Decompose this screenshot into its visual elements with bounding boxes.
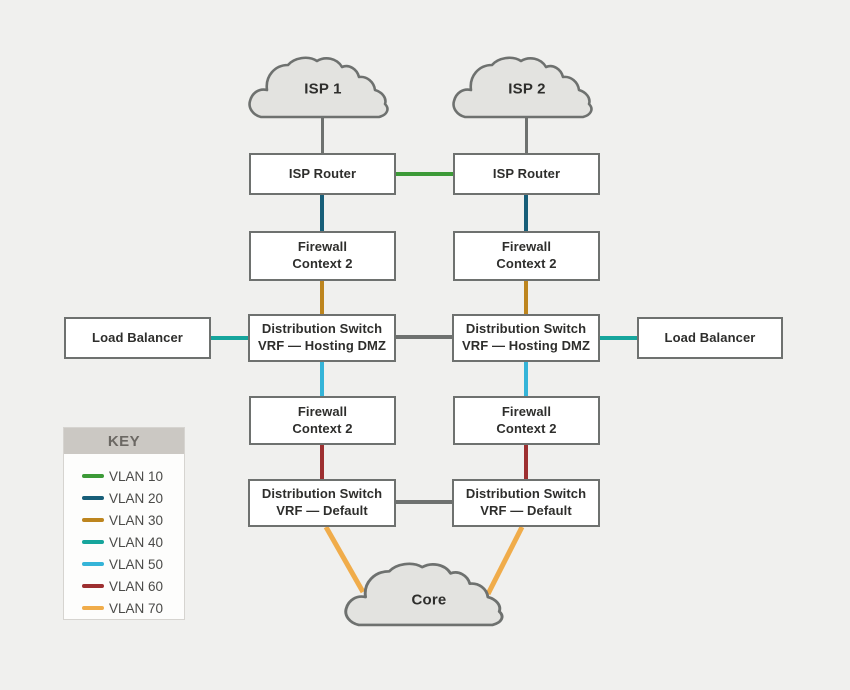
edge-vlan20-left: [320, 195, 324, 231]
cloud-shape: [452, 56, 593, 119]
node-load-balancer-right: Load Balancer: [637, 317, 783, 359]
edge-vlan60-right: [524, 444, 528, 479]
vlan60-color-swatch: [82, 583, 104, 589]
vlan30-color-swatch: [82, 517, 104, 523]
node-label-line1: Distribution Switch: [465, 486, 587, 502]
node-label-line2: Context 2: [292, 420, 353, 436]
isp1-cloud: ISP 1: [248, 56, 398, 120]
legend-label: VLAN 30: [109, 512, 164, 528]
legend-label: VLAN 50: [109, 556, 164, 572]
legend-item-vlan30: VLAN 30: [64, 509, 184, 531]
node-dist-switch-dmz-left: Distribution Switch VRF — Hosting DMZ: [248, 314, 396, 362]
node-label-line2: VRF — Default: [276, 503, 368, 518]
edge-default-peer-link: [396, 500, 453, 504]
cloud-shape: [344, 562, 504, 627]
edge-vlan30-right: [524, 280, 528, 314]
edge-vlan50-right: [524, 361, 528, 398]
node-firewall-upper-left: Firewall Context 2: [249, 231, 396, 281]
legend-label: VLAN 20: [109, 490, 164, 506]
vlan70-color-swatch: [82, 605, 104, 611]
edge-vlan60-left: [320, 444, 324, 479]
node-label-line2: Context 2: [496, 420, 557, 436]
node-label-line1: Firewall: [297, 403, 348, 419]
node-label-line2: Context 2: [496, 256, 557, 271]
isp2-label: ISP 2: [508, 80, 546, 98]
node-label-line1: Distribution Switch: [261, 321, 383, 337]
node-label-line1: Firewall: [297, 239, 348, 255]
edge-vlan10-router-link: [396, 172, 453, 176]
isp1-label: ISP 1: [304, 80, 342, 98]
cloud-shape: [248, 56, 389, 119]
vlan10-color-swatch: [82, 473, 104, 479]
node-label-line2: VRF — Hosting DMZ: [461, 338, 591, 353]
legend-body: VLAN 10 VLAN 20 VLAN 30 VLAN 40 VLAN 50 …: [64, 454, 184, 619]
node-label: ISP Router: [288, 165, 357, 181]
edge-dmz-peer-link: [396, 335, 453, 339]
node-firewall-lower-left: Firewall Context 2: [249, 396, 396, 445]
node-firewall-lower-right: Firewall Context 2: [453, 396, 600, 445]
node-dist-switch-default-right: Distribution Switch VRF — Default: [452, 479, 600, 527]
legend-label: VLAN 10: [109, 468, 164, 484]
node-label-line1: Distribution Switch: [261, 486, 383, 502]
vlan40-color-swatch: [82, 539, 104, 545]
node-label-line2: VRF — Default: [480, 503, 572, 518]
node-label: ISP Router: [492, 165, 561, 181]
node-label: Load Balancer: [664, 329, 756, 345]
legend-label: VLAN 60: [109, 578, 164, 594]
node-isp-router-left: ISP Router: [249, 153, 396, 195]
core-label: Core: [411, 591, 447, 609]
edge-vlan30-left: [320, 280, 324, 314]
node-isp-router-right: ISP Router: [453, 153, 600, 195]
node-label-line2: Context 2: [292, 256, 353, 271]
node-firewall-upper-right: Firewall Context 2: [453, 231, 600, 281]
vlan20-color-swatch: [82, 495, 104, 501]
edge-isp2-to-router: [525, 118, 528, 155]
node-label-line2: VRF — Hosting DMZ: [257, 338, 387, 353]
node-load-balancer-left: Load Balancer: [64, 317, 211, 359]
legend-item-vlan50: VLAN 50: [64, 553, 184, 575]
legend-item-vlan60: VLAN 60: [64, 575, 184, 597]
legend-item-vlan40: VLAN 40: [64, 531, 184, 553]
edge-isp1-to-router: [321, 118, 324, 155]
edge-vlan40-right: [599, 336, 638, 340]
legend: KEY VLAN 10 VLAN 20 VLAN 30 VLAN 40 VLAN…: [63, 427, 185, 620]
node-label-line1: Firewall: [501, 239, 552, 255]
legend-item-vlan20: VLAN 20: [64, 487, 184, 509]
legend-item-vlan70: VLAN 70: [64, 597, 184, 619]
node-label-line1: Firewall: [501, 403, 552, 419]
node-label-line1: Distribution Switch: [465, 321, 587, 337]
edge-vlan50-left: [320, 361, 324, 398]
isp2-cloud: ISP 2: [452, 56, 602, 120]
vlan50-color-swatch: [82, 561, 104, 567]
edge-vlan20-right: [524, 195, 528, 231]
node-dist-switch-dmz-right: Distribution Switch VRF — Hosting DMZ: [452, 314, 600, 362]
node-dist-switch-default-left: Distribution Switch VRF — Default: [248, 479, 396, 527]
node-label: Load Balancer: [92, 329, 183, 345]
legend-label: VLAN 70: [109, 600, 164, 616]
legend-title: KEY: [64, 428, 184, 454]
legend-label: VLAN 40: [109, 534, 164, 550]
core-cloud: Core: [344, 562, 514, 628]
legend-item-vlan10: VLAN 10: [64, 465, 184, 487]
edge-vlan40-left: [211, 336, 249, 340]
